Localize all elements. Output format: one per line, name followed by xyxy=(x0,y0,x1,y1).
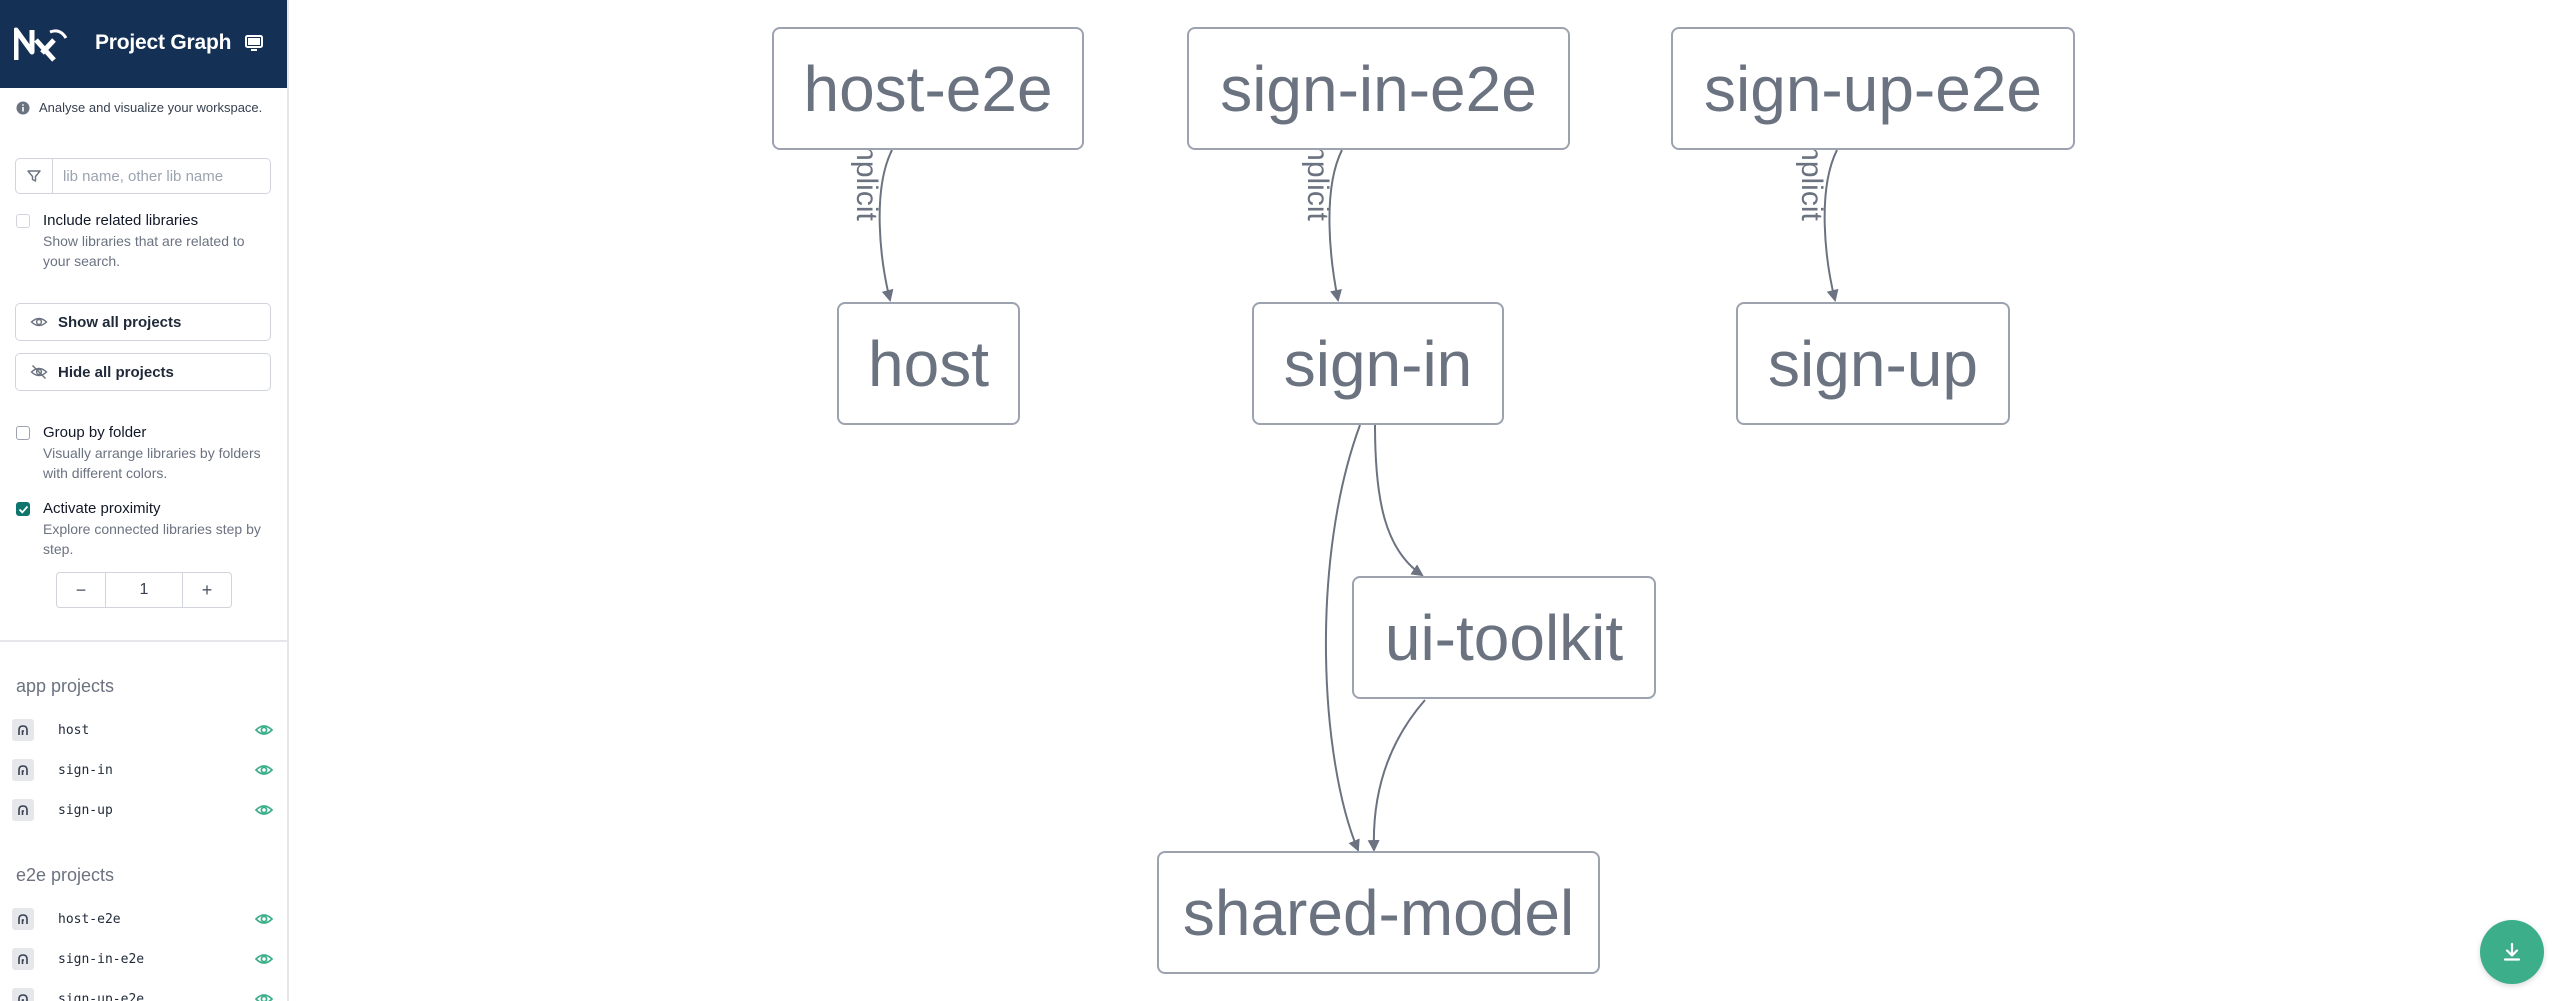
node-sign-up[interactable]: sign-up xyxy=(1736,302,2010,425)
edge-ui-toolkit-to-shared-model xyxy=(1367,699,1426,852)
eye-icon[interactable] xyxy=(254,760,274,780)
project-name: host xyxy=(58,722,90,738)
group-by-folder-checkbox[interactable] xyxy=(16,426,30,440)
project-name: host-e2e xyxy=(58,911,121,927)
download-icon xyxy=(2503,942,2521,961)
eye-icon[interactable] xyxy=(254,720,274,740)
app-title: Project Graph xyxy=(95,31,232,54)
eye-icon[interactable] xyxy=(254,989,274,1001)
edge-sign-in-to-shared-model xyxy=(1325,424,1361,852)
eye-icon[interactable] xyxy=(254,800,274,820)
project-row-host-e2e: host-e2e xyxy=(12,902,274,936)
project-icon[interactable] xyxy=(12,719,34,741)
increment-button[interactable]: + xyxy=(201,579,213,600)
project-row-sign-up-e2e: sign-up-e2e xyxy=(12,982,274,1001)
node-ui-toolkit[interactable]: ui-toolkit xyxy=(1352,576,1656,699)
project-name: sign-up-e2e xyxy=(58,991,145,1001)
project-name: sign-in xyxy=(58,762,113,778)
check-icon xyxy=(18,505,28,514)
divider xyxy=(0,640,287,642)
project-icon[interactable] xyxy=(12,948,34,970)
eye-icon xyxy=(30,317,48,327)
project-icon[interactable] xyxy=(12,988,34,1001)
proximity-stepper: − 1 + xyxy=(56,572,232,608)
monitor-icon[interactable] xyxy=(244,33,264,53)
group-by-folder-description: Visually arrange libraries by folders wi… xyxy=(43,445,261,481)
edge-sign-in-to-ui-toolkit xyxy=(1374,424,1424,577)
project-name: sign-up xyxy=(58,802,113,818)
project-row-sign-up: sign-up xyxy=(12,793,274,827)
edge-sign-up-e2e-to-sign-up xyxy=(1823,149,1839,302)
include-related-description: Show libraries that are related to your … xyxy=(43,233,245,269)
section-title-e2e-projects: e2e projects xyxy=(16,865,115,885)
include-related-label: Include related libraries xyxy=(43,212,199,229)
show-all-projects-label: Show all projects xyxy=(58,313,182,331)
sidebar-header: Project Graph xyxy=(0,0,287,88)
node-sign-in[interactable]: sign-in xyxy=(1252,302,1504,425)
eye-icon[interactable] xyxy=(254,949,274,969)
node-sign-in-e2e[interactable]: sign-in-e2e xyxy=(1187,27,1570,150)
project-icon[interactable] xyxy=(12,908,34,930)
hide-all-projects-label: Hide all projects xyxy=(58,363,174,381)
info-line: Analyse and visualize your workspace. xyxy=(16,100,262,115)
decrement-button[interactable]: − xyxy=(75,579,87,600)
section-title-app-projects: app projects xyxy=(16,676,115,696)
include-related-checkbox[interactable] xyxy=(16,214,30,228)
project-name: sign-in-e2e xyxy=(58,951,145,967)
sidebar: Project Graph Analyse and visualize your… xyxy=(0,0,289,1001)
info-icon xyxy=(16,101,30,114)
project-icon[interactable] xyxy=(12,759,34,781)
group-by-folder-label: Group by folder xyxy=(43,424,147,441)
download-button[interactable] xyxy=(2480,920,2544,984)
hide-all-projects-button[interactable]: Hide all projects xyxy=(15,353,271,391)
node-host-e2e[interactable]: host-e2e xyxy=(772,27,1084,150)
node-host[interactable]: host xyxy=(837,302,1020,425)
include-related-option: Include related libraries Show libraries… xyxy=(16,212,275,271)
nx-logo xyxy=(14,27,68,62)
node-sign-up-e2e[interactable]: sign-up-e2e xyxy=(1671,27,2075,150)
filter-icon xyxy=(16,159,53,193)
edge-sign-in-e2e-to-sign-in xyxy=(1328,149,1343,302)
activate-proximity-checkbox[interactable] xyxy=(16,502,30,516)
search-input[interactable] xyxy=(53,159,270,193)
proximity-value[interactable]: 1 xyxy=(105,573,183,607)
edge-host-e2e-to-host xyxy=(878,149,894,302)
show-all-projects-button[interactable]: Show all projects xyxy=(15,303,271,341)
activate-proximity-description: Explore connected libraries step by step… xyxy=(43,521,261,557)
project-icon[interactable] xyxy=(12,799,34,821)
search-box xyxy=(15,158,271,194)
node-shared-model[interactable]: shared-model xyxy=(1157,851,1600,974)
project-row-sign-in: sign-in xyxy=(12,753,274,787)
eye-icon[interactable] xyxy=(254,909,274,929)
eye-off-icon xyxy=(30,365,48,379)
info-text: Analyse and visualize your workspace. xyxy=(39,100,263,115)
project-row-sign-in-e2e: sign-in-e2e xyxy=(12,942,274,976)
group-by-folder-option: Group by folder Visually arrange librari… xyxy=(16,424,275,483)
activate-proximity-option: Activate proximity Explore connected lib… xyxy=(16,500,275,559)
project-row-host: host xyxy=(12,713,274,747)
activate-proximity-label: Activate proximity xyxy=(43,500,161,517)
